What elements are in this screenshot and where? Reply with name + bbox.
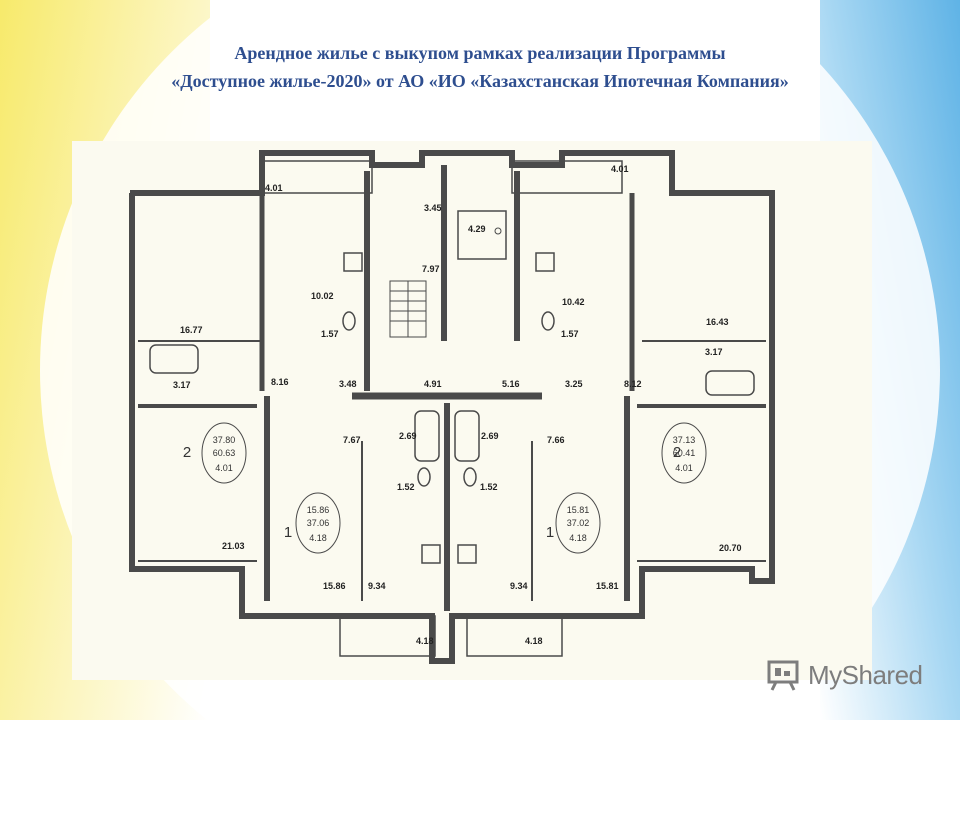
area-label: 4.01 [611,164,629,174]
presentation-board-icon [767,660,799,691]
apt-balcony-area: 4.18 [569,533,587,543]
area-label: 15.86 [323,581,346,591]
bathtub-mid-left [414,410,440,462]
toilet-mid-left [417,467,431,487]
bathtub-right [705,370,755,396]
area-label: 7.67 [343,435,361,445]
balcony-bottom-left [339,615,436,657]
lift-shaft [457,210,507,260]
area-label: 8.12 [624,379,642,389]
area-label: 1.57 [561,329,579,339]
area-label: 3.45 [424,203,442,213]
balcony-bottom-right [466,615,563,657]
area-label: 16.77 [180,325,203,335]
area-label: 1.52 [480,482,498,492]
area-label: 16.43 [706,317,729,327]
area-label: 3.25 [565,379,583,389]
area-label: 9.34 [510,581,528,591]
area-label: 20.70 [719,543,742,553]
stove-mid-right [457,544,477,564]
area-label: 10.42 [562,297,585,307]
area-label: 4.18 [416,636,434,646]
apt-living-area: 15.86 [307,505,330,515]
slide-title-line1: Арендное жилье с выкупом рамках реализац… [234,43,726,63]
area-label: 4.91 [424,379,442,389]
area-label: 3.17 [173,380,191,390]
apt-living-area: 15.81 [567,505,590,515]
apt-room-count: 2 [183,444,191,461]
area-label: 15.81 [596,581,619,591]
area-label: 7.66 [547,435,565,445]
area-label: 3.17 [705,347,723,357]
bathtub-left [149,344,199,374]
toilet-left [342,311,356,331]
balcony-top-left [261,160,373,194]
toilet-right [541,311,555,331]
stove-right [535,252,555,272]
apt-total-area: 37.02 [567,518,590,528]
apt-room-count: 2 [673,444,681,461]
lift-door-icon [494,227,502,235]
stair-flights [389,280,427,338]
area-label: 21.03 [222,541,245,551]
apt-summary-ellipse-4 [661,422,707,484]
stove-mid-left [421,544,441,564]
bathtub-mid-right [454,410,480,462]
apt-balcony-area: 4.18 [309,533,327,543]
floor-plan: 4.01 4.01 3.45 4.29 7.97 10.02 10.42 16.… [129,150,775,664]
area-label: 5.16 [502,379,520,389]
apt-balcony-area: 4.01 [215,463,233,473]
toilet-mid-right [463,467,477,487]
area-label: 9.34 [368,581,386,591]
area-label: 1.57 [321,329,339,339]
balcony-top-right [511,160,623,194]
area-label: 3.48 [339,379,357,389]
apt-summary-ellipse-2 [295,492,341,554]
apt-living-area: 37.80 [213,435,236,445]
apt-total-area: 60.41 [673,448,696,458]
area-label: 2.69 [399,431,417,441]
apt-total-area: 37.06 [307,518,330,528]
slide-title-line2: «Доступное жилье-2020» от АО «ИО «Казахс… [171,71,789,91]
area-label: 2.69 [481,431,499,441]
apt-room-count: 1 [284,524,292,541]
brand-name: MyShared [808,659,923,690]
area-label: 7.97 [422,264,440,274]
floor-plan-panel: 4.01 4.01 3.45 4.29 7.97 10.02 10.42 16.… [72,141,872,680]
area-label: 8.16 [271,377,289,387]
area-label: 4.29 [468,224,486,234]
area-label: 10.02 [311,291,334,301]
area-label: 4.18 [525,636,543,646]
apt-total-area: 60.63 [213,448,236,458]
apt-balcony-area: 4.01 [675,463,693,473]
apt-summary-ellipse-3 [555,492,601,554]
area-label: 1.52 [397,482,415,492]
apt-summary-ellipse-1 [201,422,247,484]
stove-left [343,252,363,272]
apt-living-area: 37.13 [673,435,696,445]
brand-watermark: MyShared [766,655,923,695]
area-label: 4.01 [265,183,283,193]
outer-wall [129,150,775,664]
apt-room-count: 1 [546,524,554,541]
